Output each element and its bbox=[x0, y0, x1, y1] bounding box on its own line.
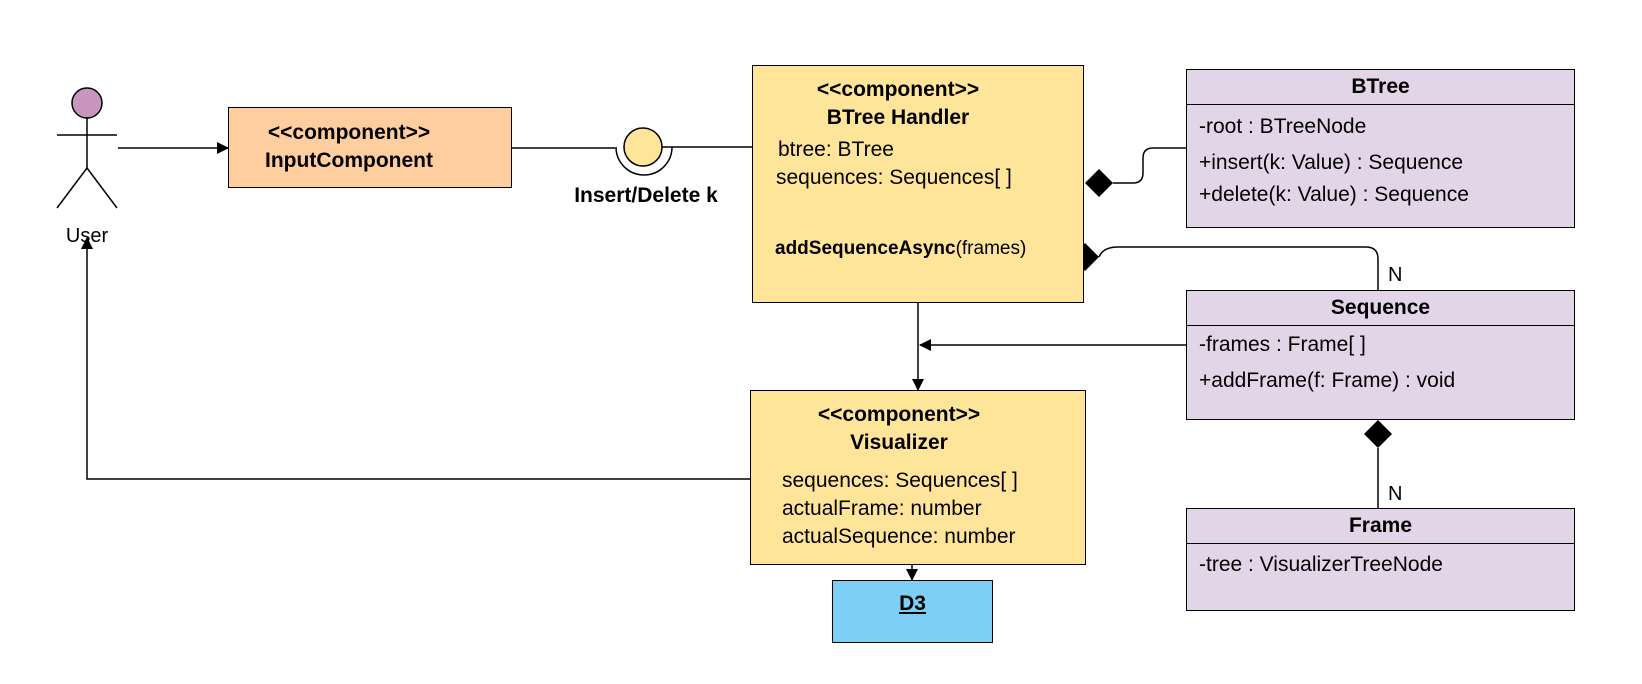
d3-node: D3 bbox=[832, 580, 993, 643]
component-stereotype: <<component>> bbox=[817, 403, 981, 426]
method-name: addSequenceAsync bbox=[775, 238, 956, 259]
attribute-sequences: sequences: Sequences[ ] bbox=[776, 166, 1012, 189]
method-args: (frames) bbox=[955, 238, 1027, 259]
interface-lollipop bbox=[623, 127, 663, 167]
method-add-sequence-async: addSequenceAsync(frames) bbox=[775, 238, 1026, 260]
class-member: -tree : VisualizerTreeNode bbox=[1199, 553, 1443, 576]
class-member: +insert(k: Value) : Sequence bbox=[1199, 151, 1464, 174]
composition-diamond-frame bbox=[1364, 420, 1392, 448]
sequence-class: Sequence -frames : Frame[ ] +addFrame(f:… bbox=[1186, 290, 1575, 420]
class-member: -frames : Frame[ ] bbox=[1199, 333, 1366, 356]
class-title: Sequence bbox=[1187, 291, 1574, 326]
interface-label: Insert/Delete k bbox=[574, 184, 718, 207]
attribute-actual-sequence: actualSequence: number bbox=[782, 525, 1016, 548]
btree-handler-component: <<component>> BTree Handler btree: BTree… bbox=[752, 65, 1084, 303]
handler-btree-composition bbox=[1127, 147, 1186, 184]
component-stereotype: <<component>> bbox=[267, 121, 431, 144]
actor-label: User bbox=[65, 225, 109, 247]
visualizer-component: <<component>> Visualizer sequences: Sequ… bbox=[750, 390, 1086, 565]
class-member: +delete(k: Value) : Sequence bbox=[1199, 183, 1469, 206]
attribute-actual-frame: actualFrame: number bbox=[782, 497, 982, 520]
handler-sequence-composition bbox=[1098, 246, 1379, 290]
interface-socket bbox=[615, 146, 673, 176]
class-member: +addFrame(f: Frame) : void bbox=[1199, 369, 1456, 392]
class-member: -root : BTreeNode bbox=[1199, 115, 1367, 138]
input-component: <<component>> InputComponent bbox=[228, 107, 512, 188]
component-name: Visualizer bbox=[850, 431, 948, 454]
actor-head bbox=[71, 87, 103, 119]
btree-class: BTree -root : BTreeNode +insert(k: Value… bbox=[1186, 69, 1575, 228]
composition-diamond-btree bbox=[1085, 169, 1113, 197]
class-title: Frame bbox=[1187, 509, 1574, 544]
visualizer-to-user-arrow bbox=[81, 237, 750, 480]
user-actor-figure bbox=[56, 87, 118, 209]
attribute-sequences: sequences: Sequences[ ] bbox=[782, 469, 1018, 492]
component-stereotype: <<component>> bbox=[816, 78, 980, 101]
component-name: BTree Handler bbox=[826, 106, 970, 129]
d3-label: D3 bbox=[899, 592, 926, 615]
attribute-btree: btree: BTree bbox=[778, 138, 894, 161]
frame-class: Frame -tree : VisualizerTreeNode bbox=[1186, 508, 1575, 611]
multiplicity-label: N bbox=[1388, 264, 1403, 286]
component-name: InputComponent bbox=[265, 149, 433, 172]
multiplicity-label: N bbox=[1388, 483, 1403, 505]
class-title: BTree bbox=[1187, 70, 1574, 105]
